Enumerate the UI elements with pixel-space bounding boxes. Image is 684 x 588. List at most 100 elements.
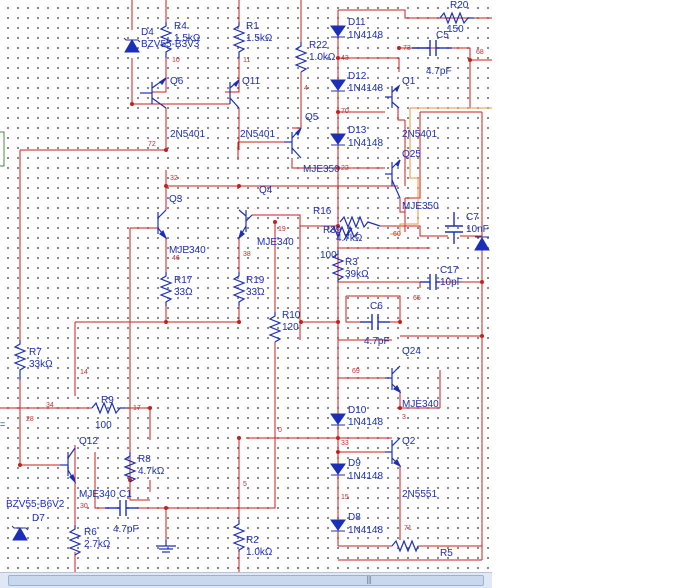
r4-resistor[interactable]: [159, 22, 173, 58]
q12-label: Q12: [79, 436, 98, 447]
ground-symbol: [156, 540, 176, 553]
c6-value: 4.7pF: [364, 336, 390, 347]
d4-zener-diode[interactable]: [123, 37, 141, 53]
r22-resistor[interactable]: [294, 42, 308, 73]
r19-value: 33Ω: [246, 287, 265, 298]
d7-label: D7: [32, 513, 45, 524]
net-22: 22: [341, 165, 349, 172]
r1-resistor[interactable]: [232, 22, 246, 58]
q24-transistor[interactable]: [385, 365, 402, 394]
d11-label: D11: [348, 17, 366, 28]
schematic-canvas[interactable]: D11 1N4148 R20 150 D4 BZV55-B3V3 R4 1.5k…: [0, 0, 492, 572]
r22-value: 1.0kΩ: [309, 52, 336, 63]
r2-resistor[interactable]: [232, 520, 246, 552]
net-10: 10: [172, 57, 180, 64]
d10-part: 1N4148: [348, 417, 383, 428]
r20-label: R20: [450, 0, 469, 11]
r6-resistor[interactable]: [68, 525, 82, 556]
q1-label: Q1: [402, 76, 416, 87]
q12-part: MJE340: [79, 489, 116, 500]
c1-capacitor[interactable]: [105, 500, 138, 516]
q25-part: MJE350: [402, 201, 439, 212]
offscreen-component-left: [0, 131, 5, 167]
d8-label: D8: [348, 512, 361, 523]
net-33: 33: [341, 440, 349, 447]
q11-transistor[interactable]: [229, 79, 240, 109]
c17-capacitor[interactable]: [420, 274, 440, 290]
r39-wiper: [343, 227, 353, 241]
r9-value: 100: [95, 420, 112, 431]
net-46: 46: [172, 255, 180, 262]
net-5: 5: [243, 481, 247, 488]
d8-part: 1N4148: [348, 525, 383, 536]
r19-resistor[interactable]: [232, 272, 246, 306]
q5-label: Q5: [305, 112, 319, 123]
net-15: 15: [341, 494, 349, 501]
net-34: 34: [46, 402, 54, 409]
c5-capacitor[interactable]: [412, 40, 452, 56]
q3-transistor[interactable]: [157, 209, 168, 240]
q1-transistor[interactable]: [385, 84, 401, 109]
c6-capacitor[interactable]: [360, 314, 390, 330]
r7-label: R7: [29, 347, 42, 358]
net-17: 17: [133, 405, 141, 412]
c5-value: 4.7pF: [426, 66, 452, 77]
r20-resistor[interactable]: [439, 11, 474, 25]
r16-value: 4.7kΩ: [336, 233, 363, 244]
q2-transistor[interactable]: [385, 437, 402, 468]
r3-resistor[interactable]: [331, 250, 345, 282]
q25-label: Q25: [402, 149, 421, 160]
r17-value: 33Ω: [174, 287, 193, 298]
q4-transistor[interactable]: [237, 209, 253, 240]
r16-label: R16: [313, 206, 332, 217]
d11-diode[interactable]: [330, 25, 346, 38]
c7-value: 10nF: [466, 224, 489, 235]
r10-resistor[interactable]: [268, 312, 282, 343]
r7-resistor[interactable]: [13, 340, 27, 380]
r1-label: R1: [246, 21, 259, 32]
q5-transistor[interactable]: [284, 127, 302, 159]
net-71: 71: [404, 525, 412, 532]
c17-value: 10pF: [440, 277, 463, 288]
r39-value: 100: [320, 250, 337, 261]
net-65: 65: [413, 295, 421, 302]
r5-resistor[interactable]: [391, 539, 419, 553]
net-60: 60: [393, 231, 401, 238]
r39-resistor[interactable]: [329, 225, 359, 239]
c7-diode[interactable]: [474, 236, 490, 251]
empty-panel: [492, 0, 684, 588]
d12-label: D12: [348, 71, 367, 82]
net-43: 43: [341, 55, 349, 62]
c7-label: C7: [466, 212, 479, 223]
d10-diode[interactable]: [330, 413, 346, 426]
scrollbar-thumb[interactable]: [8, 575, 484, 586]
r7-value: 33kΩ: [29, 359, 53, 370]
d8-diode[interactable]: [330, 519, 346, 532]
q6-part: 2N5401: [170, 129, 205, 140]
r4-label: R4: [174, 21, 187, 32]
q2-part: 2N5551: [402, 489, 437, 500]
net-73: 73: [403, 45, 411, 52]
r17-resistor[interactable]: [159, 272, 173, 306]
c17-label: C17: [440, 265, 459, 276]
r10-label: R10: [282, 310, 301, 321]
r16-resistor[interactable]: [339, 215, 381, 229]
horizontal-scrollbar[interactable]: |||: [0, 572, 492, 588]
d9-diode[interactable]: [330, 463, 346, 476]
r2-value: 1.0kΩ: [246, 547, 273, 558]
net-72: 72: [148, 141, 156, 148]
q6-transistor[interactable]: [140, 77, 167, 109]
q12-transistor[interactable]: [60, 447, 77, 485]
d13-diode[interactable]: [330, 133, 346, 146]
d12-diode[interactable]: [330, 79, 346, 92]
net-11: 11: [243, 57, 250, 64]
c7-capacitor[interactable]: [445, 212, 463, 244]
r8-resistor[interactable]: [123, 452, 137, 483]
r9-resistor[interactable]: [91, 401, 126, 415]
net-14: 14: [80, 369, 88, 376]
r19-label: R19: [246, 275, 265, 286]
net-68: 68: [476, 49, 484, 56]
d7-zener-diode[interactable]: [11, 525, 29, 541]
r4-value: 1.5kΩ: [174, 33, 201, 44]
q25-transistor[interactable]: [385, 159, 401, 199]
